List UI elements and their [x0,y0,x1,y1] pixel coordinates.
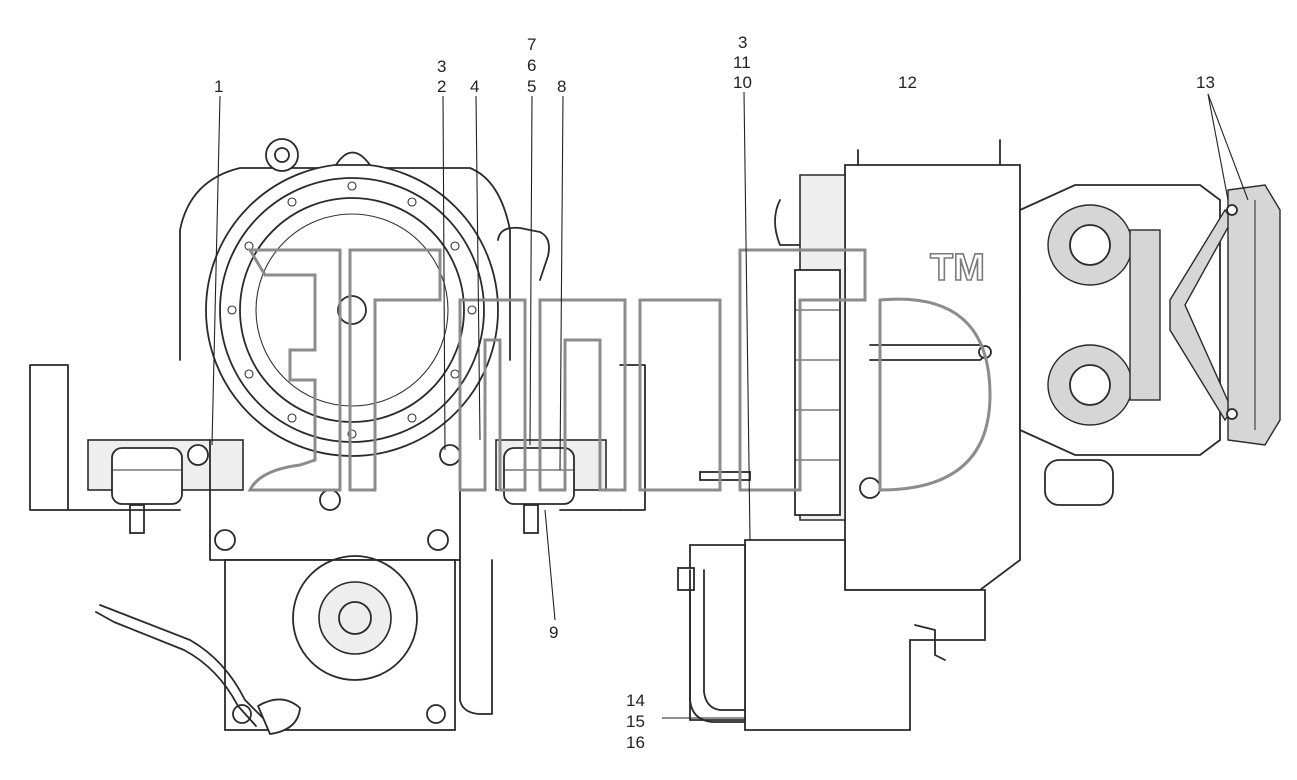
filler-pipe [99,604,266,721]
bell-housing [205,163,499,457]
callout-15: 15 [626,712,645,731]
callout-6: 6 [527,56,536,75]
callout-1: 1 [214,77,223,96]
callout-labels: 1 3 2 4 7 6 5 8 9 3 11 10 12 13 14 15 16 [214,33,1215,752]
callout-4: 4 [470,77,479,96]
gearbox-body [844,164,1021,591]
callout-3-right: 3 [738,33,747,52]
callout-2: 2 [437,77,446,96]
lower-housing [744,539,986,731]
side-view [677,139,1281,731]
callout-9: 9 [549,623,558,642]
callout-11: 11 [733,53,751,72]
pipe-left [689,569,746,723]
lifting-eye-right [334,151,372,166]
watermark-logo: TM [247,246,992,492]
callout-7: 7 [527,35,536,54]
lifting-eye-left [265,138,299,172]
stator [1129,229,1161,401]
flywheel-flange [1227,184,1281,446]
trademark-label: TM [930,247,985,289]
stud-left [129,504,145,534]
callout-12: 12 [898,73,917,92]
output-flange [318,581,392,655]
callout-8: 8 [557,77,566,96]
front-view [29,138,646,735]
callout-5: 5 [527,77,536,96]
callout-13: 13 [1196,73,1215,92]
valve-stack [794,269,841,516]
callout-3-left: 3 [437,57,446,76]
stud-right [523,504,539,534]
callout-16: 16 [626,733,645,752]
callout-14: 14 [626,691,645,710]
leader-lines [211,91,1249,719]
callout-10: 10 [733,73,752,92]
